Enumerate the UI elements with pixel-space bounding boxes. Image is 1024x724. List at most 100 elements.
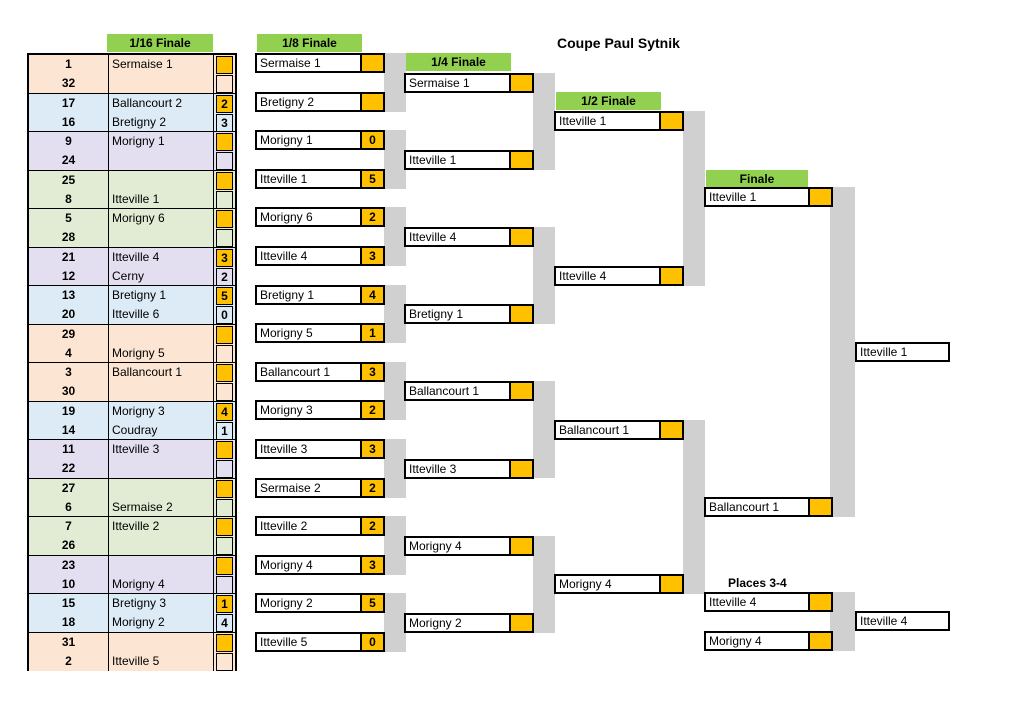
score-cell[interactable] — [213, 555, 235, 575]
score-cell[interactable] — [213, 382, 235, 402]
score-cell[interactable]: 5 — [360, 170, 383, 187]
score-cell[interactable] — [808, 189, 831, 205]
score-cell[interactable]: 3 — [360, 441, 383, 457]
score-cell[interactable] — [213, 189, 235, 209]
team-name: Itteville 4 — [409, 229, 457, 244]
quarterfinal-entry: Morigny 2 — [404, 612, 534, 633]
team-name: Ballancourt 1 — [409, 384, 480, 399]
round-16-row: 24 — [29, 151, 235, 171]
round-16-row: 32 — [29, 74, 235, 94]
team-name: Morigny 6 — [260, 210, 313, 225]
team-name: Bretigny 2 — [112, 114, 167, 129]
seed-number: 12 — [29, 266, 109, 285]
score-cell[interactable] — [659, 422, 682, 438]
score-cell[interactable] — [509, 614, 532, 631]
score-cell[interactable] — [808, 594, 831, 610]
score-cell[interactable] — [213, 574, 235, 594]
score-cell[interactable] — [213, 55, 235, 75]
seed-number: 4 — [29, 343, 109, 362]
score-cell[interactable] — [808, 499, 831, 515]
score-cell[interactable] — [360, 93, 383, 110]
score-cell[interactable] — [659, 267, 682, 284]
score-cell[interactable] — [509, 460, 532, 477]
score-cell[interactable]: 3 — [213, 112, 235, 132]
score-value — [216, 133, 233, 151]
score-cell[interactable] — [213, 651, 235, 671]
seed-number: 18 — [29, 613, 109, 632]
score-cell[interactable]: 3 — [360, 248, 383, 264]
score-cell[interactable] — [509, 74, 532, 91]
score-cell[interactable] — [213, 517, 235, 537]
third-place-entry: Morigny 4 — [704, 631, 833, 651]
score-cell[interactable]: 3 — [360, 363, 383, 380]
round-16-row: 26 — [29, 536, 235, 556]
score-cell[interactable] — [213, 343, 235, 363]
score-cell[interactable]: 3 — [360, 556, 383, 573]
semifinal-entry: Ballancourt 1 — [554, 420, 684, 440]
score-cell[interactable]: 0 — [360, 132, 383, 149]
score-cell[interactable]: 1 — [213, 594, 235, 614]
score-cell[interactable] — [213, 632, 235, 652]
score-cell[interactable] — [509, 151, 532, 168]
score-cell[interactable] — [213, 363, 235, 383]
score-cell[interactable] — [213, 497, 235, 517]
score-value — [216, 633, 233, 652]
score-cell[interactable]: 4 — [213, 613, 235, 633]
team-name — [109, 459, 213, 477]
score-cell[interactable] — [213, 132, 235, 152]
score-cell[interactable] — [213, 170, 235, 190]
score-value — [216, 575, 233, 594]
score-cell[interactable]: 2 — [213, 266, 235, 286]
score-cell[interactable] — [659, 113, 682, 129]
score-cell[interactable]: 5 — [360, 595, 383, 612]
score-cell[interactable] — [213, 228, 235, 248]
team-name: Morigny 2 — [112, 615, 165, 630]
score-cell[interactable] — [509, 383, 532, 400]
score-cell[interactable] — [213, 209, 235, 229]
score-cell[interactable] — [213, 459, 235, 479]
team-name — [109, 633, 213, 652]
score-cell[interactable]: 4 — [213, 401, 235, 421]
team-name: Itteville 1 — [559, 114, 607, 128]
score-cell[interactable]: 2 — [360, 479, 383, 496]
score-cell[interactable] — [509, 306, 532, 323]
score-cell[interactable] — [213, 151, 235, 171]
score-cell[interactable]: 2 — [213, 93, 235, 113]
seed-number: 25 — [29, 170, 109, 190]
score-cell[interactable]: 0 — [360, 634, 383, 650]
score-cell[interactable]: 1 — [360, 325, 383, 342]
bracket-connector — [830, 187, 855, 517]
score-cell[interactable]: 4 — [360, 286, 383, 303]
team-name: Itteville 4 — [559, 268, 607, 283]
score-cell[interactable] — [808, 633, 831, 649]
score-cell[interactable] — [213, 440, 235, 460]
team-name — [109, 382, 213, 400]
score-cell[interactable] — [509, 537, 532, 554]
seed-number: 28 — [29, 228, 109, 247]
score-cell[interactable]: 5 — [213, 286, 235, 306]
score-cell[interactable]: 2 — [360, 518, 383, 535]
score-cell[interactable] — [659, 575, 682, 592]
third-place-winner-box: Itteville 4 — [855, 611, 950, 631]
score-cell[interactable]: 0 — [213, 305, 235, 325]
seed-number: 32 — [29, 74, 109, 93]
score-cell[interactable] — [213, 478, 235, 498]
seed-number: 27 — [29, 478, 109, 498]
score-cell[interactable]: 2 — [360, 402, 383, 419]
score-value: 2 — [216, 267, 233, 286]
score-cell[interactable]: 1 — [213, 420, 235, 440]
score-cell[interactable] — [213, 324, 235, 344]
score-cell[interactable] — [213, 536, 235, 556]
team-name: Morigny 3 — [112, 403, 165, 418]
score-cell[interactable] — [509, 228, 532, 245]
champion-box: Itteville 1 — [855, 342, 950, 362]
score-cell[interactable]: 2 — [360, 209, 383, 226]
score-cell[interactable]: 3 — [213, 247, 235, 267]
score-cell[interactable] — [213, 74, 235, 94]
score-cell[interactable] — [360, 55, 383, 71]
